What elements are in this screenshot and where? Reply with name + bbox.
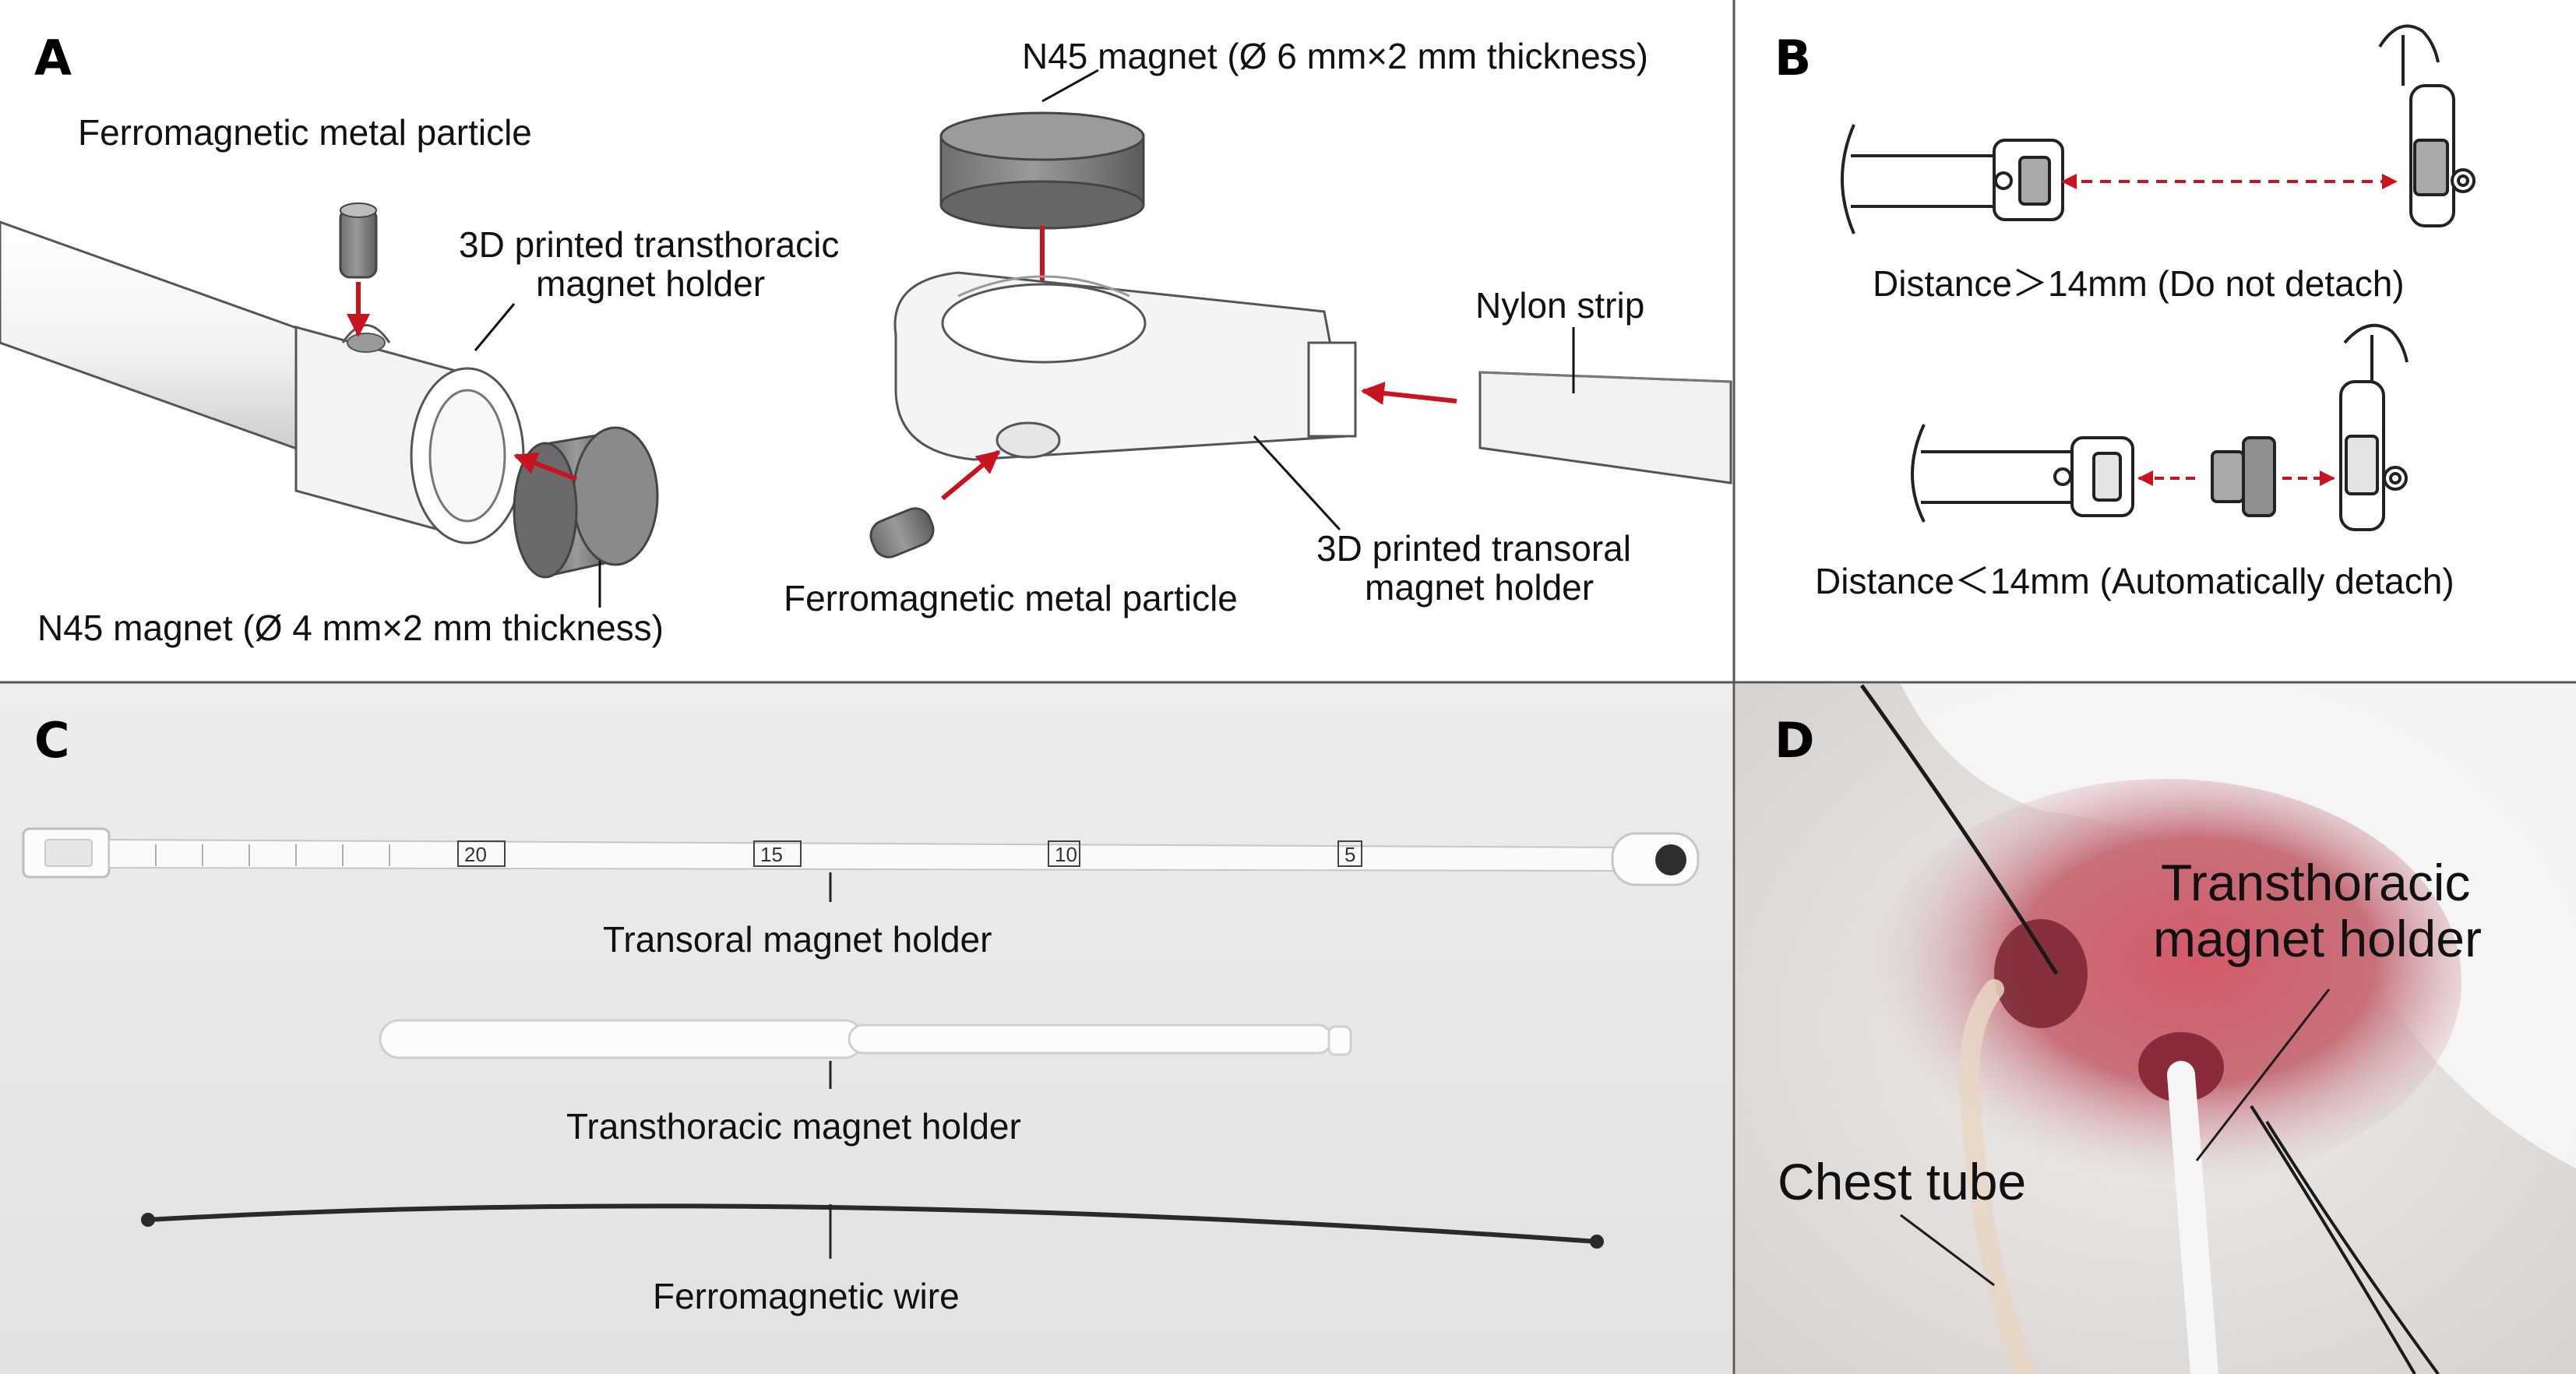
caption-near: Distance＜14mm (Automatically detach)	[1815, 561, 2454, 601]
transthoracic-holder-icon-near	[2339, 323, 2409, 531]
ruler-mark: 5	[1344, 843, 1355, 866]
suture-upper	[1859, 684, 2059, 975]
panel-a-letter: A	[34, 30, 72, 86]
panel-c: C 20 15 10 5 Transoral magnet hol	[0, 684, 1732, 1374]
wire-end-right	[1590, 1235, 1604, 1249]
leader-d-chest-tube	[1900, 1214, 1995, 1287]
panel-b: B Distance＞14mm (Do not detach)	[1774, 24, 2476, 601]
transthoracic-holder-icon-far	[2378, 24, 2476, 227]
caption-far: Distance＞14mm (Do not detach)	[1873, 263, 2405, 304]
arrow-nylon-strip	[1361, 381, 1457, 405]
tissue-region	[1869, 779, 2461, 1184]
nylon-strip-shape	[1478, 371, 1732, 484]
transthoracic-holder-3d	[0, 220, 525, 544]
label-d-holder-1: Transthoracic	[2161, 854, 2470, 911]
suture-lower-1	[2250, 1104, 2416, 1374]
ferro-particle-bottom-shape	[869, 507, 935, 558]
transoral-holder-3d	[893, 271, 1357, 461]
magnet-large-shape	[939, 111, 1145, 230]
label-d-chest-tube: Chest tube	[1778, 1153, 2026, 1210]
ferro-particle-top-shape	[339, 203, 378, 279]
panel-d-letter: D	[1774, 712, 1814, 769]
magnet-small-shape	[513, 426, 659, 579]
transoral-holder-icon-near	[1911, 424, 2134, 523]
label-d-holder-2: magnet holder	[2153, 910, 2482, 967]
label-transoral-holder-2: magnet holder	[1365, 567, 1594, 608]
leader-magnet-large	[1041, 69, 1099, 103]
leader-transthoracic-holder	[474, 303, 516, 351]
wire-end-left	[141, 1213, 155, 1227]
suture-lower-2	[2265, 1120, 2440, 1374]
ruler-mark: 20	[464, 843, 487, 866]
panel-c-letter: C	[34, 712, 70, 769]
label-transthoracic-holder-2: magnet holder	[536, 263, 765, 304]
ruler-mark: 15	[760, 843, 783, 866]
label-transthoracic-photo: Transthoracic magnet holder	[566, 1106, 1021, 1147]
label-ferro-particle-bottom: Ferromagnetic metal particle	[784, 578, 1238, 618]
label-wire-photo: Ferromagnetic wire	[653, 1276, 960, 1316]
label-transoral-holder-1: 3D printed transoral	[1316, 528, 1631, 569]
label-nylon-strip: Nylon strip	[1475, 285, 1644, 326]
incision-upper	[1994, 919, 2088, 1028]
label-ferro-particle-top: Ferromagnetic metal particle	[78, 112, 532, 153]
ferromagnetic-wire-photo	[147, 1203, 1598, 1244]
transthoracic-holder-photo	[379, 1019, 1352, 1059]
label-magnet-large: N45 magnet (Ø 6 mm×2 mm thickness)	[1022, 36, 1648, 76]
transthoracic-rod-shape	[2167, 1061, 2218, 1374]
label-transthoracic-holder-1: 3D printed transthoracic	[459, 224, 839, 265]
leader-d-holder	[2195, 988, 2331, 1161]
label-transoral-photo: Transoral magnet holder	[603, 919, 992, 960]
chest-tube-shape	[1959, 979, 2035, 1374]
panel-a: A Ferromagnetic metal particle 3D printe…	[0, 30, 1732, 648]
leader-transoral-holder	[1253, 435, 1341, 531]
label-magnet-small: N45 magnet (Ø 4 mm×2 mm thickness)	[37, 608, 664, 648]
magnets-detached-icon	[2211, 436, 2276, 517]
ruler-mark: 10	[1055, 843, 1077, 866]
transoral-holder-icon-far	[1841, 124, 2064, 234]
arrow-magnet-small	[513, 452, 578, 481]
ruler-markings: 20 15 10 5	[457, 840, 1362, 867]
panel-b-letter: B	[1774, 30, 1811, 86]
transoral-holder-photo	[22, 827, 1700, 886]
arrow-particle-bottom	[941, 449, 1001, 501]
panel-d: D Transthoracic magnet holder Chest tube	[1736, 684, 2576, 1374]
